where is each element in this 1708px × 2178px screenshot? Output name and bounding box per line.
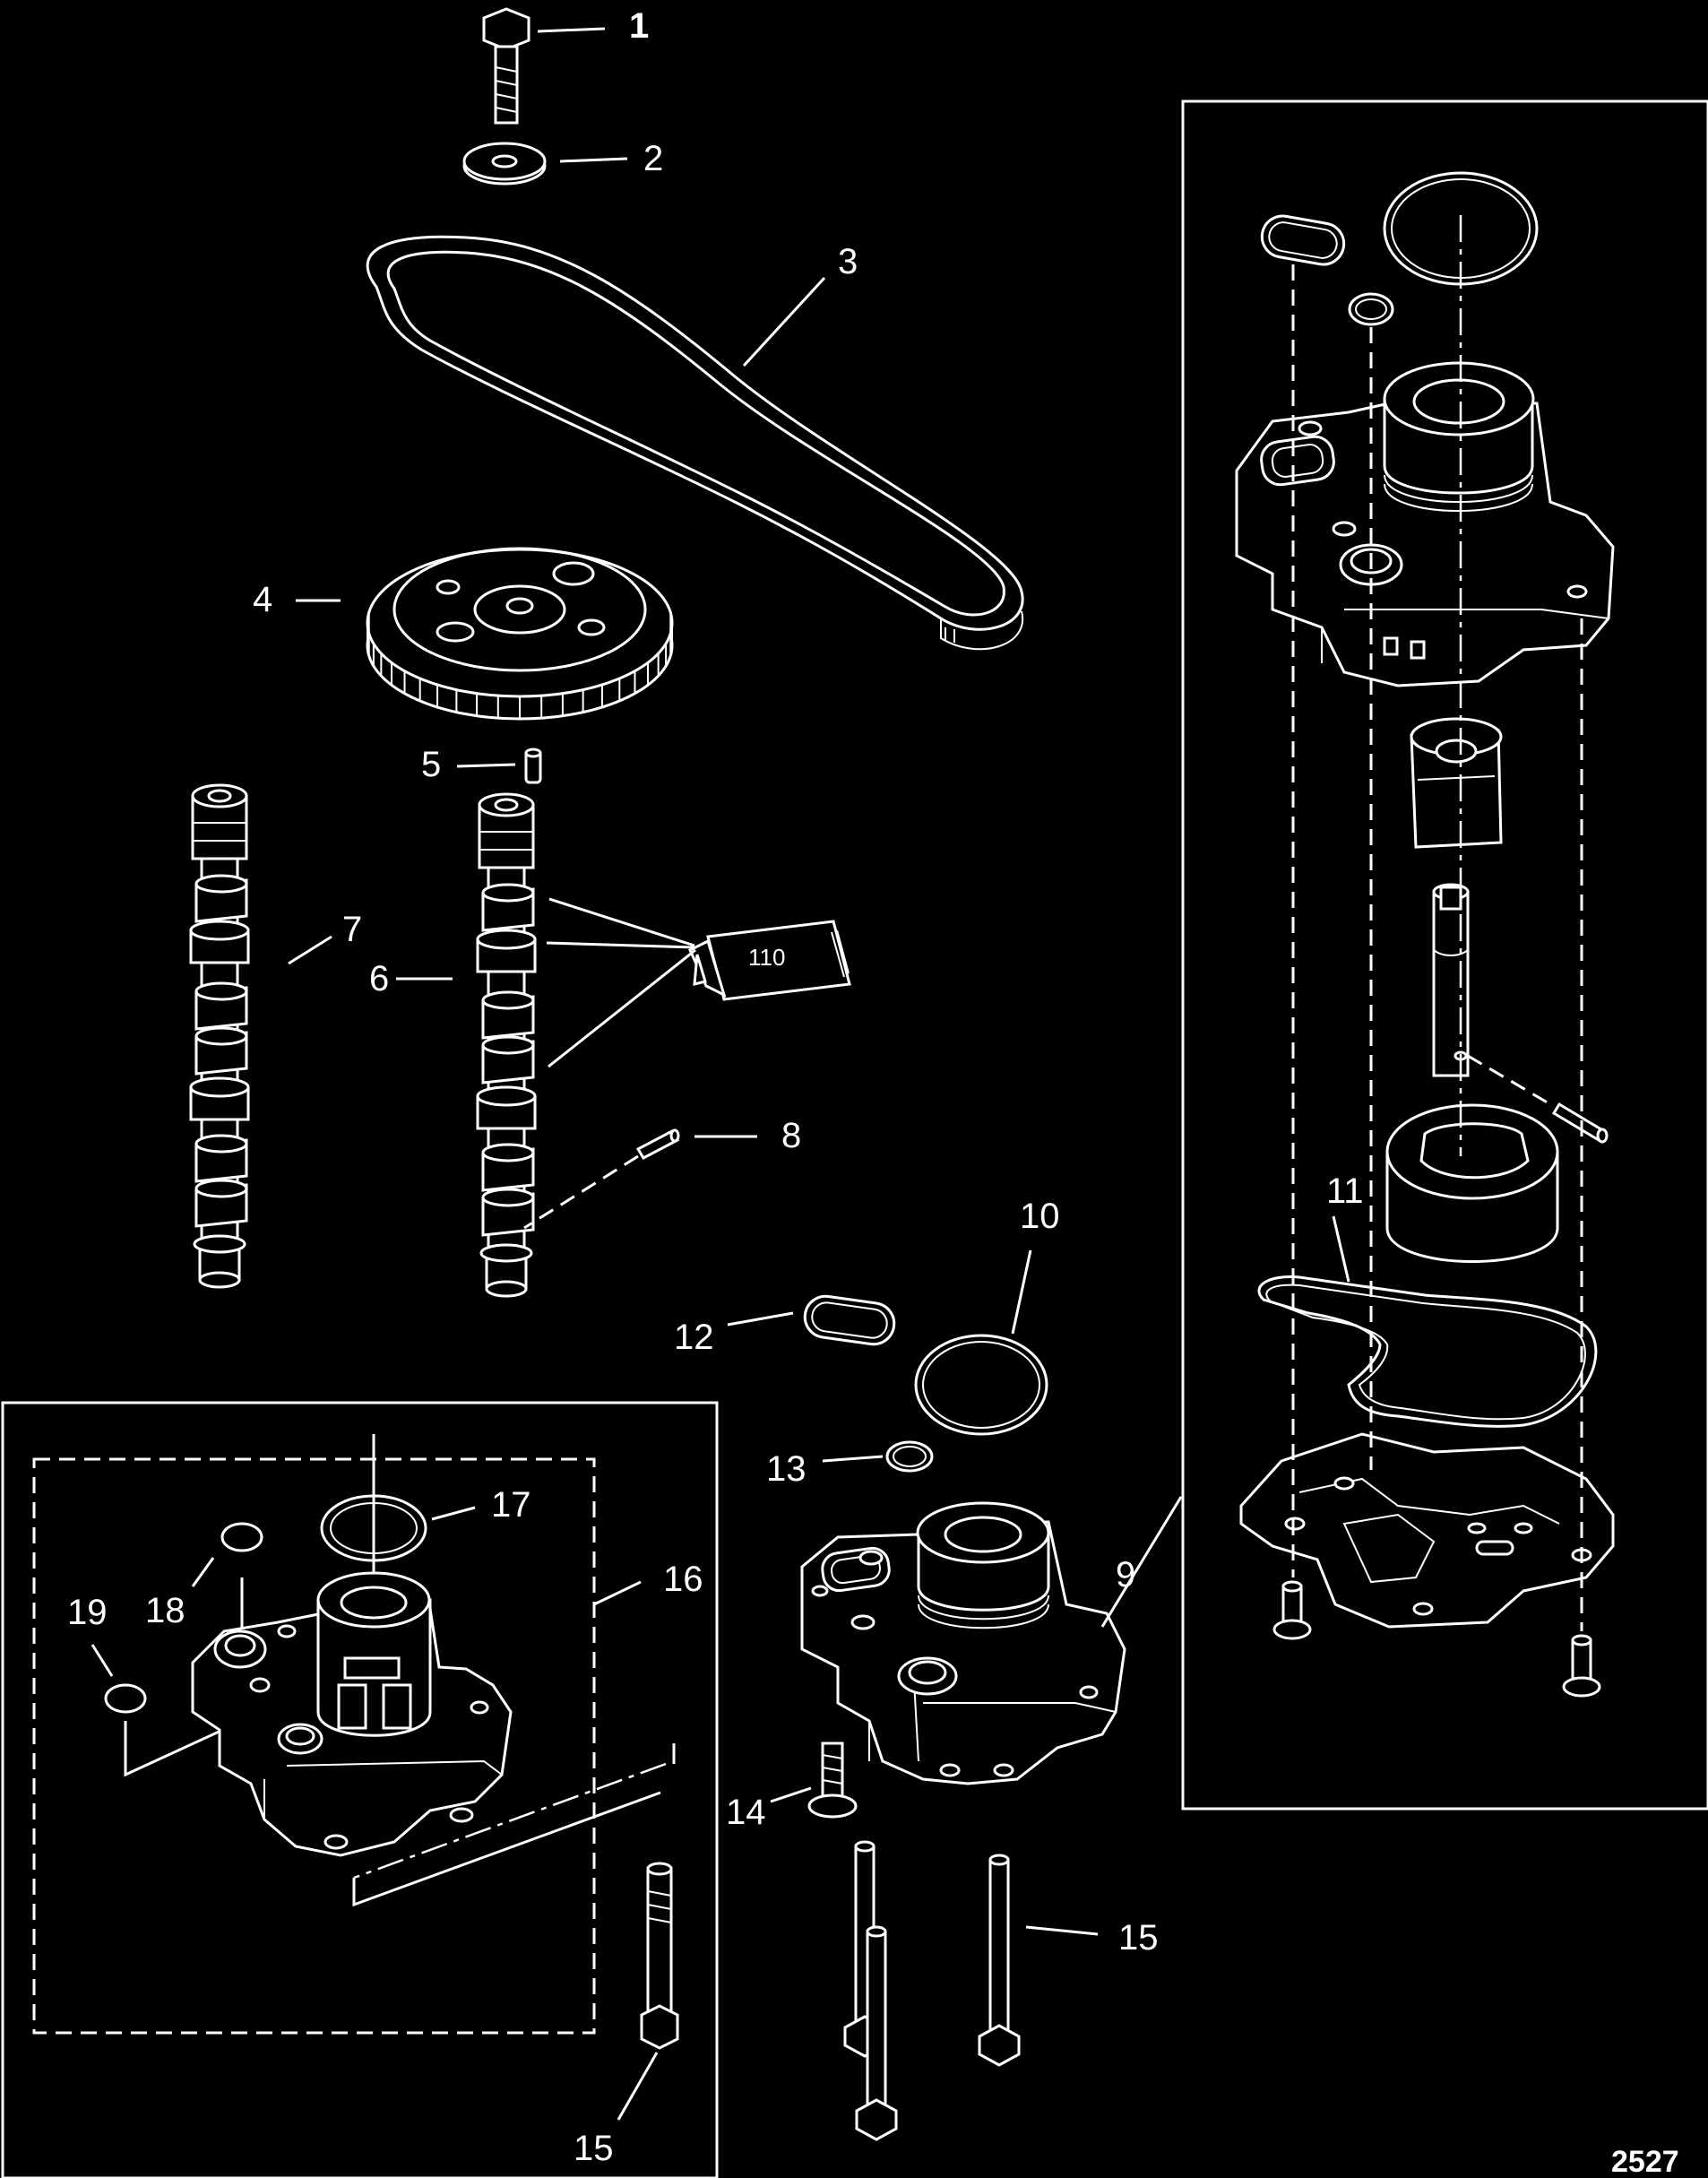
part-17-o-ring <box>320 1494 427 1562</box>
callout-17: 17 <box>491 1485 531 1525</box>
pump-variant-box <box>1 1401 719 2178</box>
sealant-arrow-c <box>548 948 696 1068</box>
sealant-arrow-a <box>548 897 695 947</box>
leader-11 <box>1332 1215 1350 1283</box>
part-1-bolt <box>482 7 531 125</box>
callout-19: 19 <box>67 1593 108 1632</box>
callout-5: 5 <box>421 745 441 784</box>
pump-exploded-screws <box>1272 1580 1601 1698</box>
callout-9: 9 <box>1116 1555 1135 1595</box>
callout-14: 14 <box>726 1793 766 1832</box>
part-5-dowel-pin <box>524 748 542 784</box>
leader-13 <box>822 1455 884 1463</box>
pump-variant-bolt-guide <box>352 1743 676 1907</box>
pump-exploded-axes <box>1291 215 1583 1631</box>
part-9-oil-pump <box>800 1501 1126 1785</box>
leader-19 <box>91 1644 114 1677</box>
leader-9 <box>1100 1496 1183 1628</box>
part-8-roll-pin <box>635 1128 680 1160</box>
callout-18: 18 <box>145 1591 185 1630</box>
part-3-timing-belt <box>366 235 1024 651</box>
sealant-tube-label: 110 <box>748 944 785 971</box>
pump-variant-housing <box>191 1571 513 1857</box>
leader-5 <box>456 763 516 768</box>
leader-10 <box>1011 1249 1032 1335</box>
figure-code: 2527 <box>1611 2145 1679 2178</box>
pump-exploded-housing <box>1235 361 1615 687</box>
callout-12: 12 <box>674 1318 714 1357</box>
part-14-screw <box>807 1742 858 1819</box>
leader-3 <box>742 276 826 367</box>
pump-variant-inner-dashed-box <box>32 1457 596 2035</box>
part-19-o-ring <box>104 1683 147 1714</box>
callout-8: 8 <box>781 1116 801 1155</box>
part-12-oval-seal <box>803 1294 896 1346</box>
part-15-bolt-left <box>640 1862 679 2050</box>
pump-variant-bolt-axis <box>353 1762 667 1880</box>
callout-15-left: 15 <box>574 2129 614 2168</box>
part-6-camshaft <box>476 792 537 1298</box>
pump-exploded-shaft <box>1432 883 1609 1144</box>
pump-exploded-inner-rotor <box>1410 717 1503 849</box>
sealant-arrow-b <box>546 941 695 949</box>
leader-1 <box>537 27 606 33</box>
oil-pump-exploded-box <box>1181 99 1708 1811</box>
leader-15-left <box>617 2052 659 2121</box>
callout-6: 6 <box>369 959 389 998</box>
part-13-small-o-ring <box>885 1440 934 1473</box>
part-2-washer <box>462 142 547 186</box>
leader-14 <box>770 1786 812 1803</box>
callout-3: 3 <box>838 242 858 281</box>
leader-17 <box>431 1506 476 1521</box>
part-11-gasket <box>1257 1275 1598 1428</box>
callout-16: 16 <box>663 1560 703 1599</box>
part-18-o-ring <box>220 1522 263 1552</box>
leader-15-center <box>1025 1925 1099 1936</box>
callout-10: 10 <box>1020 1197 1060 1236</box>
leader-18 <box>191 1557 215 1587</box>
callout-7: 7 <box>342 910 362 949</box>
part-15-bolts-center <box>843 1840 1021 2141</box>
part-4-sprocket <box>366 547 674 721</box>
callout-4: 4 <box>253 580 272 619</box>
callout-2: 2 <box>643 139 663 178</box>
pump-exploded-seals <box>1260 171 1539 326</box>
callout-1: 1 <box>629 6 649 46</box>
leader-12 <box>727 1311 794 1327</box>
callout-11: 11 <box>1326 1171 1364 1211</box>
pin8-axis <box>523 1154 639 1230</box>
sealant-tube: 110 <box>688 920 851 1001</box>
leader-2 <box>559 157 628 163</box>
part-7-camshaft <box>189 783 250 1289</box>
pump-exploded-outer-rotor <box>1385 1103 1559 1263</box>
part-10-o-ring <box>914 1334 1048 1436</box>
leader-7 <box>288 935 332 965</box>
callout-13: 13 <box>766 1449 807 1489</box>
leader-16 <box>593 1580 642 1606</box>
callout-15-center: 15 <box>1118 1918 1159 1958</box>
pump-exploded-cover <box>1239 1432 1615 1629</box>
